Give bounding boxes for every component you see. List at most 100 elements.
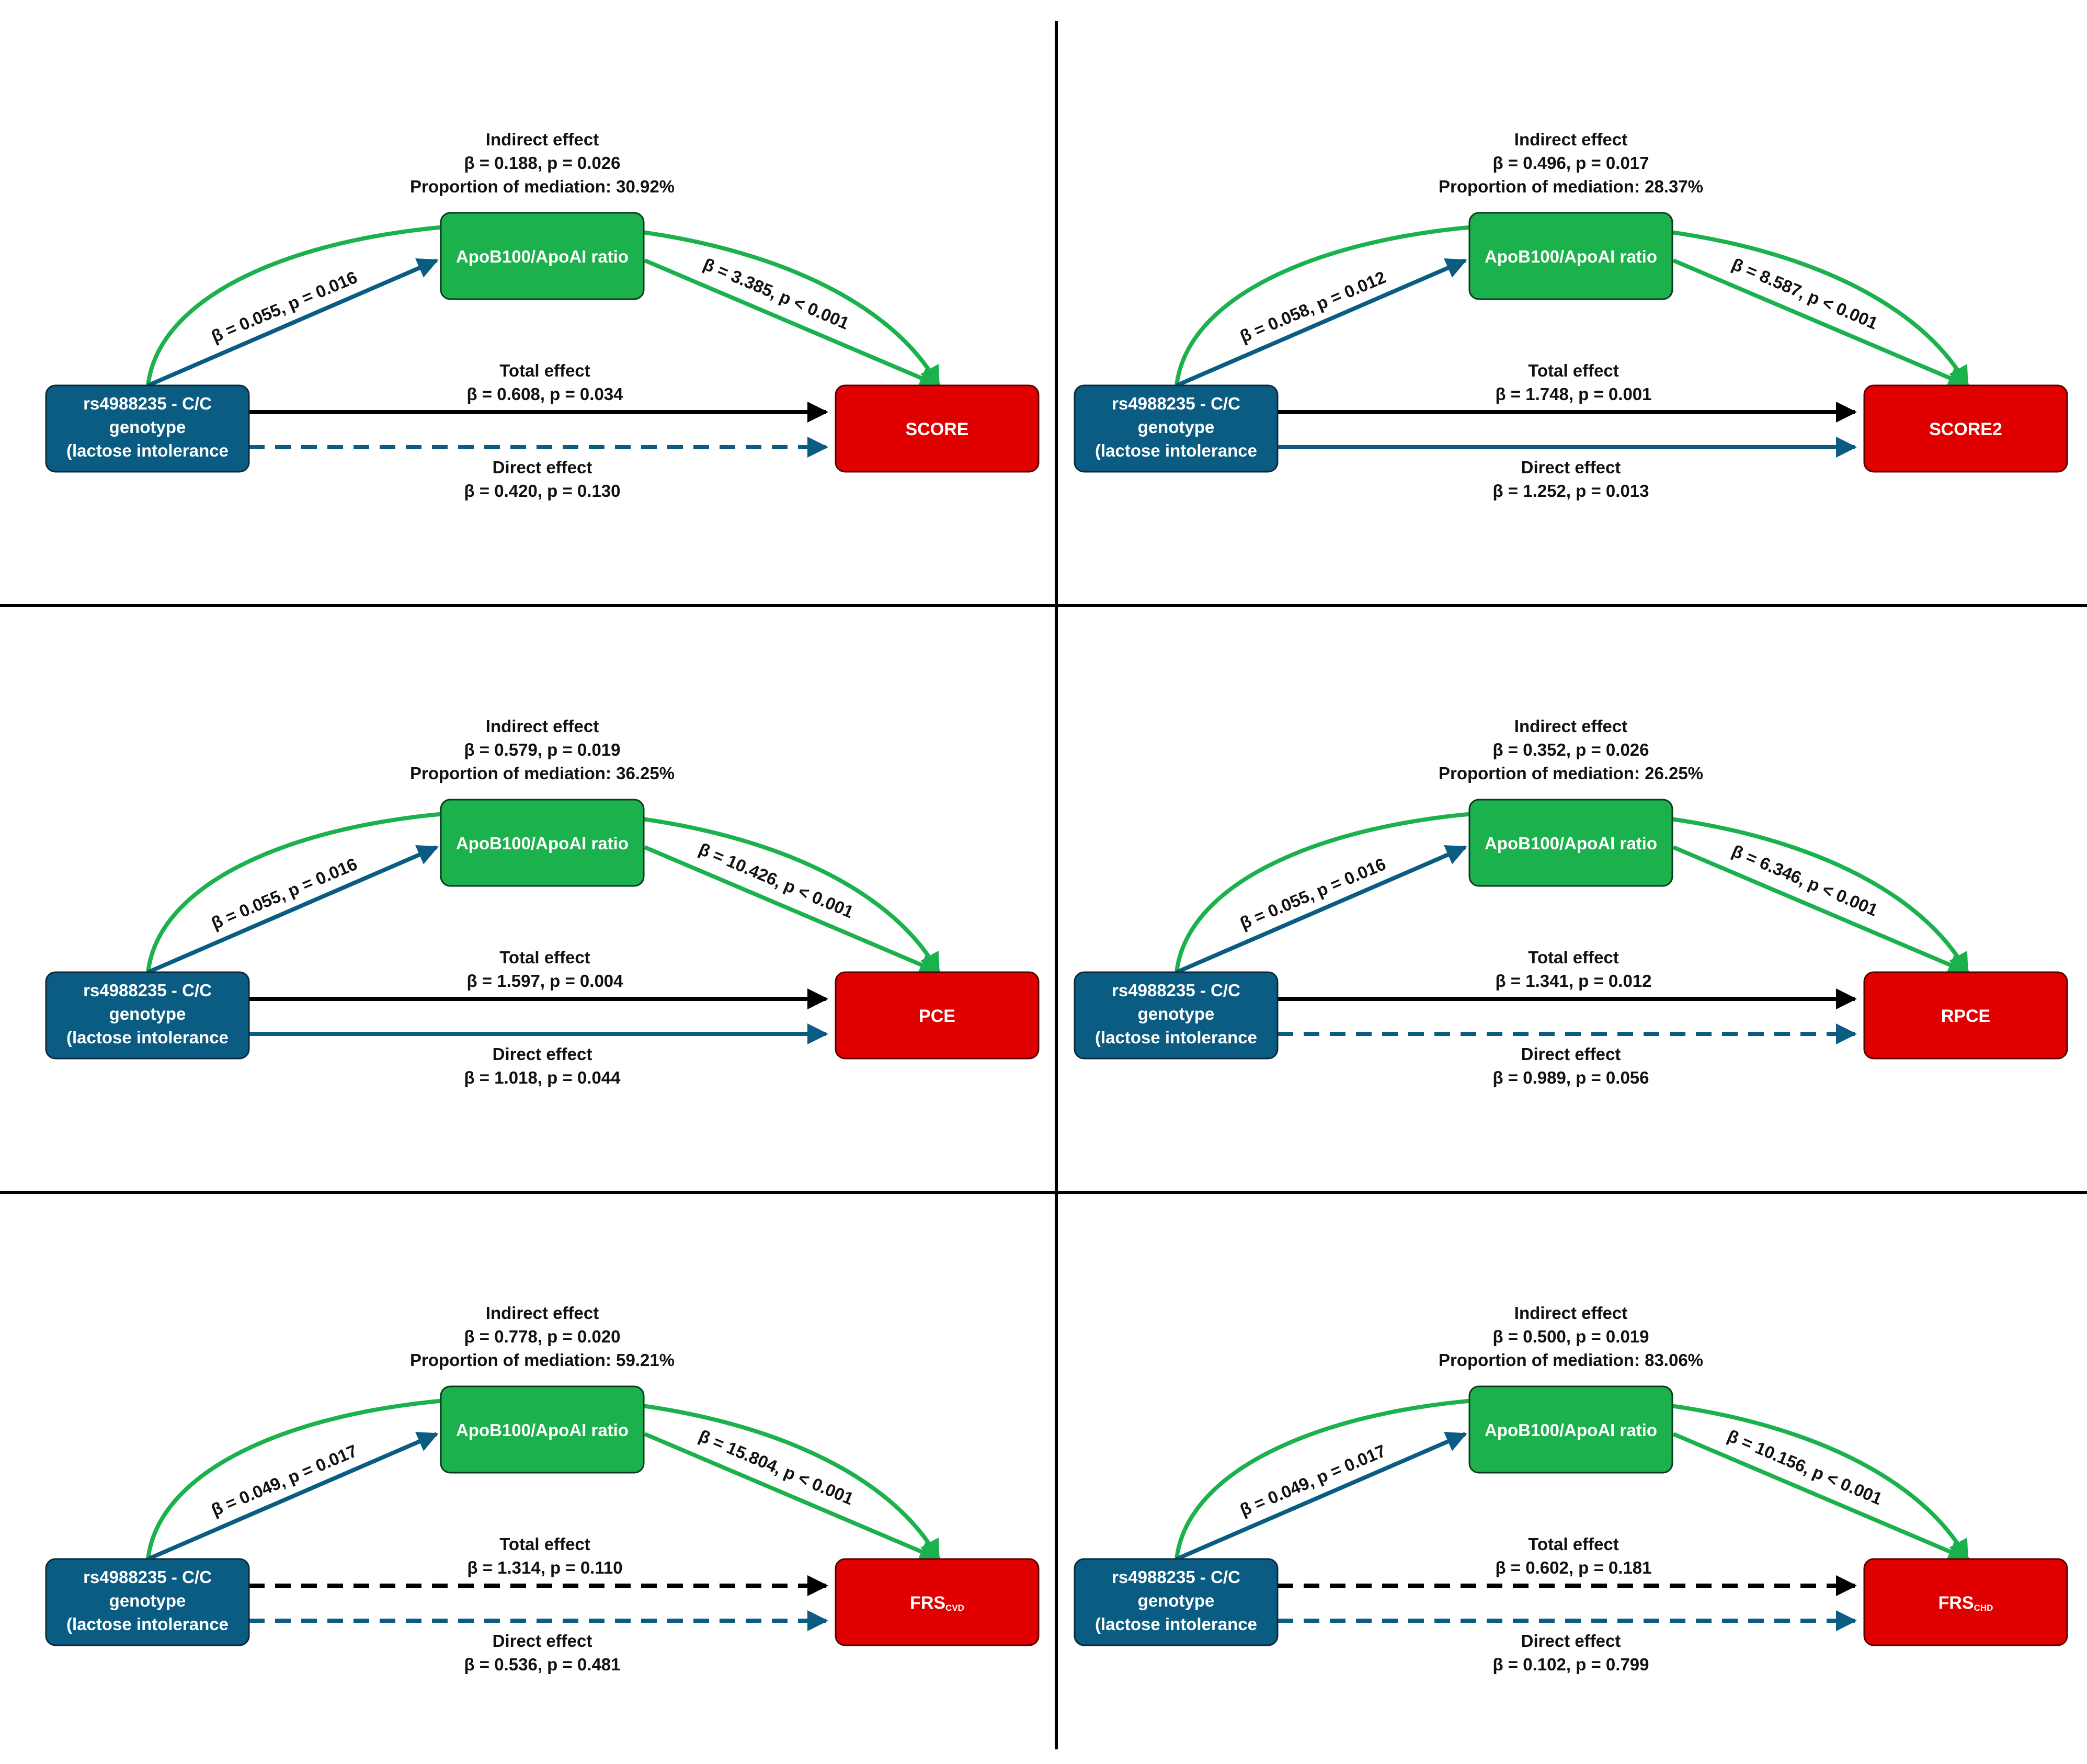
indirect-estimate: β = 0.579, p = 0.019	[464, 740, 620, 759]
exposure-label-line: genotype	[1138, 1591, 1215, 1610]
direct-estimate: β = 0.989, p = 0.056	[1492, 1068, 1649, 1087]
mediator-label: ApoB100/ApoAI ratio	[1485, 834, 1657, 853]
proportion-of-mediation: Proportion of mediation: 26.25%	[1439, 764, 1703, 783]
total-estimate: β = 0.602, p = 0.181	[1495, 1558, 1651, 1577]
outcome-subscript: CVD	[945, 1603, 964, 1613]
outcome-label: RPCE	[1941, 1006, 1990, 1026]
exposure-box	[45, 971, 250, 1060]
outcome-name: PCE	[919, 1006, 955, 1026]
direct-heading: Direct effect	[1521, 1044, 1621, 1064]
total-estimate: β = 1.748, p = 0.001	[1495, 384, 1651, 404]
panel-5: rs4988235 - C/C genotype (lactose intolera…	[45, 1303, 1040, 1674]
b-path-arrow	[1672, 845, 1969, 975]
panel-1: rs4988235 - C/C genotype (lactose intolera…	[45, 130, 1040, 500]
total-estimate: β = 0.608, p = 0.034	[466, 384, 623, 404]
outcome-label: SCORE	[906, 419, 969, 439]
exposure-label-line: (lactose intolerance	[66, 1614, 229, 1634]
total-heading: Total effect	[499, 361, 590, 380]
exposure-label-line: rs4988235 - C/C	[1112, 981, 1240, 1000]
total-estimate: β = 1.341, p = 0.012	[1495, 971, 1651, 991]
proportion-of-mediation: Proportion of mediation: 36.25%	[410, 764, 675, 783]
proportion-of-mediation: Proportion of mediation: 30.92%	[410, 177, 675, 196]
direct-heading: Direct effect	[1521, 458, 1621, 477]
mediator-box	[1468, 212, 1673, 300]
direct-heading: Direct effect	[1521, 1631, 1621, 1651]
direct-estimate: β = 1.252, p = 0.013	[1492, 481, 1649, 500]
b-path-arrow	[1672, 258, 1969, 388]
mediator-label: ApoB100/ApoAI ratio	[456, 834, 629, 853]
mediator-box	[1468, 799, 1673, 887]
a-path-estimate: β = 0.049, p = 0.017	[209, 1441, 360, 1520]
direct-heading: Direct effect	[493, 1044, 592, 1064]
proportion-of-mediation: Proportion of mediation: 83.06%	[1439, 1350, 1703, 1370]
b-path-arrow	[644, 258, 941, 388]
proportion-of-mediation: Proportion of mediation: 28.37%	[1439, 177, 1703, 196]
indirect-heading: Indirect effect	[486, 716, 599, 736]
a-path-arrow	[147, 258, 439, 388]
direct-estimate: β = 1.018, p = 0.044	[464, 1068, 621, 1087]
exposure-label-line: (lactose intolerance	[1095, 1614, 1257, 1634]
exposure-label-line: (lactose intolerance	[1095, 1028, 1257, 1047]
indirect-heading: Indirect effect	[1514, 130, 1627, 149]
direct-heading: Direct effect	[493, 458, 592, 477]
outcome-name: FRS	[1938, 1593, 1974, 1613]
indirect-estimate: β = 0.188, p = 0.026	[464, 153, 620, 173]
a-path-arrow	[1176, 1431, 1467, 1561]
outcome-name: FRS	[910, 1593, 945, 1613]
exposure-box	[1074, 384, 1279, 473]
exposure-label-line: rs4988235 - C/C	[1112, 1567, 1240, 1587]
outcome-label: SCORE2	[1929, 419, 2002, 439]
a-path-arrow	[147, 1431, 439, 1561]
exposure-box	[1074, 1558, 1279, 1646]
total-heading: Total effect	[1528, 948, 1619, 967]
mediator-box	[440, 212, 645, 300]
total-heading: Total effect	[499, 1534, 590, 1554]
a-path-estimate: β = 0.055, p = 0.016	[209, 267, 360, 346]
exposure-label-line: genotype	[1138, 1004, 1215, 1023]
a-path-arrow	[1176, 845, 1467, 974]
exposure-label-line: genotype	[109, 417, 186, 437]
outcome-box	[835, 1558, 1040, 1646]
total-heading: Total effect	[1528, 1534, 1619, 1554]
mediator-label: ApoB100/ApoAI ratio	[456, 247, 629, 266]
exposure-box	[45, 384, 250, 473]
exposure-label-line: rs4988235 - C/C	[83, 394, 212, 413]
b-path-arrow	[1672, 1432, 1969, 1562]
outcome-name: SCORE2	[1929, 419, 2002, 439]
outcome-box	[1863, 971, 2068, 1060]
exposure-box	[45, 1558, 250, 1646]
mediator-label: ApoB100/ApoAI ratio	[1485, 247, 1657, 266]
outcome-box	[1863, 1558, 2068, 1646]
panel-6: rs4988235 - C/C genotype (lactose intolera…	[1074, 1303, 2068, 1674]
panel-4: rs4988235 - C/C genotype (lactose intolera…	[1074, 716, 2068, 1087]
exposure-label-line: genotype	[109, 1591, 186, 1610]
exposure-label-line: rs4988235 - C/C	[1112, 394, 1240, 413]
mediator-box	[440, 1385, 645, 1474]
b-path-arrow	[644, 845, 941, 975]
exposure-label-line: (lactose intolerance	[66, 441, 229, 460]
outcome-label: PCE	[919, 1006, 955, 1026]
outcome-subscript: CHD	[1974, 1603, 1993, 1613]
indirect-estimate: β = 0.500, p = 0.019	[1492, 1327, 1649, 1346]
exposure-label-line: genotype	[109, 1004, 186, 1023]
exposure-label-line: (lactose intolerance	[66, 1028, 229, 1047]
outcome-box	[835, 384, 1040, 473]
direct-heading: Direct effect	[493, 1631, 592, 1651]
total-heading: Total effect	[1528, 361, 1619, 380]
a-path-arrow	[1176, 258, 1467, 388]
indirect-estimate: β = 0.352, p = 0.026	[1492, 740, 1649, 759]
indirect-estimate: β = 0.778, p = 0.020	[464, 1327, 620, 1346]
outcome-box	[835, 971, 1040, 1060]
a-path-arrow	[147, 845, 439, 974]
mediator-box	[1468, 1385, 1673, 1474]
outcome-label: FRSCVD	[910, 1593, 964, 1613]
exposure-label-line: rs4988235 - C/C	[83, 1567, 212, 1587]
exposure-label-line: genotype	[1138, 417, 1215, 437]
indirect-heading: Indirect effect	[1514, 1303, 1627, 1323]
outcome-box	[1863, 384, 2068, 473]
a-path-estimate: β = 0.055, p = 0.016	[209, 854, 360, 933]
outcome-name: RPCE	[1941, 1006, 1990, 1026]
